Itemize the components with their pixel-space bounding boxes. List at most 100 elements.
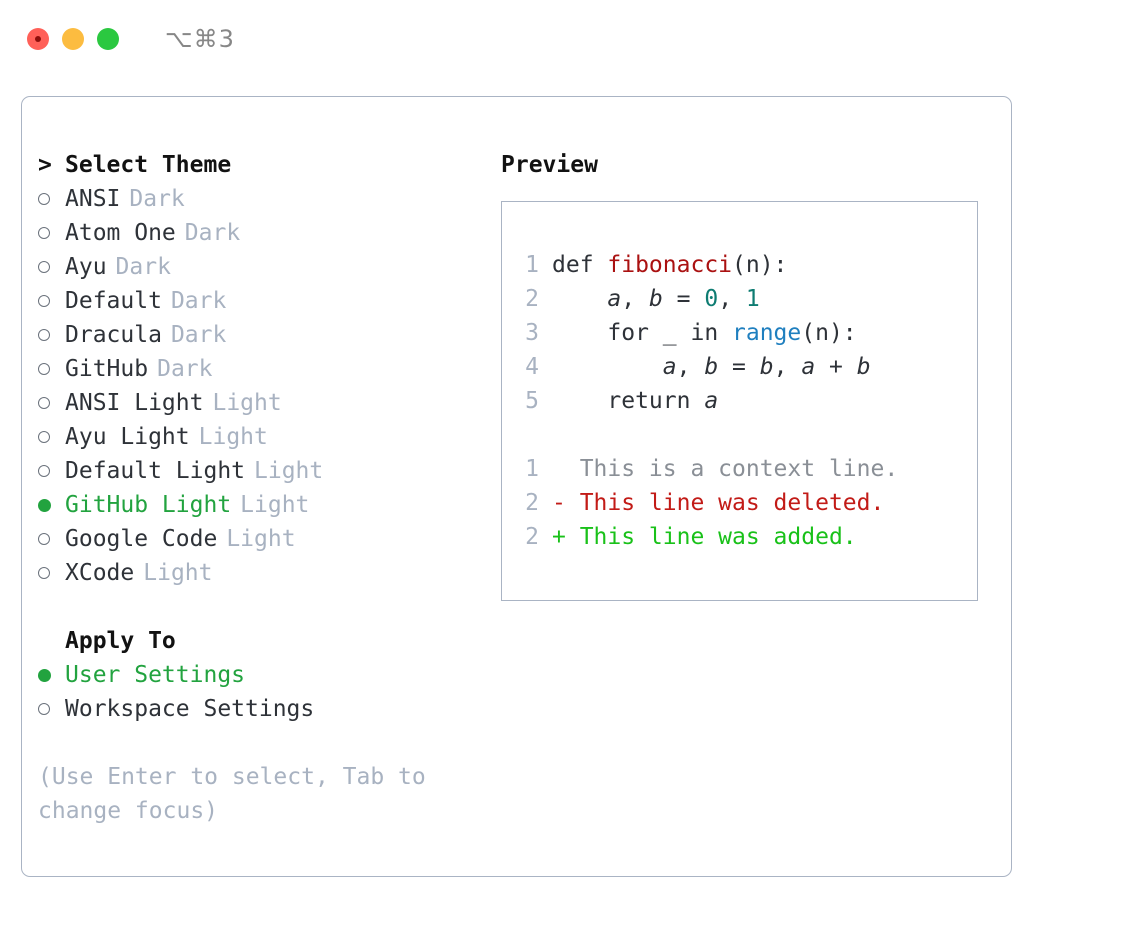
code-token-builtin: range [732,320,802,346]
diff-line-number: 1 [525,456,539,482]
theme-option-variant-tag: Dark [157,356,213,382]
select-theme-title: Select Theme [65,152,232,178]
diff-marker-add: + [552,524,566,550]
theme-option-10[interactable]: Google Code Light [38,522,493,556]
radio-unselected-icon [38,522,65,556]
radio-dot [38,397,50,409]
code-token-var: a [704,388,719,414]
theme-option-3[interactable]: Default Dark [38,284,493,318]
code-line-content: def fibonacci(n): [552,248,787,282]
radio-dot [38,431,50,443]
code-token-fn: fibonacci [607,252,733,278]
traffic-lights [27,28,119,50]
maximize-window-button[interactable] [97,28,119,50]
code-token-var: b [704,354,719,380]
code-token-plain [552,354,663,380]
code-token-kw: for _ in [552,320,733,346]
apply-option-label: Workspace Settings [65,696,315,722]
code-diff-gap [515,418,898,452]
theme-option-label: Ayu [65,254,107,280]
radio-dot [38,703,50,715]
apply-to-header: Apply To [65,628,176,654]
radio-unselected-icon [38,216,65,250]
theme-option-label: Default Light [65,458,246,484]
diff-line-number: 2 [525,490,539,516]
theme-option-variant-tag: Dark [184,220,241,246]
code-token-kw: def [552,252,608,278]
diff-line-number: 2 [525,524,539,550]
radio-dot [38,227,50,239]
preview-box: 1 def fibonacci(n): 2 a, b = 0, 1 3 for _ i… [501,201,978,601]
theme-option-label: XCode [65,560,135,586]
radio-unselected-icon [38,692,65,726]
code-token-plain: , [718,286,746,312]
theme-option-2[interactable]: Ayu Dark [38,250,493,284]
code-token-var: a [662,354,677,380]
radio-dot [38,329,50,341]
code-line-content: a, b = 0, 1 [552,282,759,316]
radio-dot [38,533,50,545]
preview-title: Preview [501,152,598,178]
diff-line: 1 This is a context line. [515,452,898,486]
theme-option-label: Google Code [65,526,218,552]
code-token-var: b [856,354,871,380]
close-window-button[interactable] [27,28,49,50]
code-token-plain: + [815,354,857,380]
code-token-var: b [648,286,663,312]
theme-option-label: ANSI [65,186,121,212]
radio-dot [38,363,50,375]
theme-option-variant-tag: Dark [170,288,227,314]
apply-option-1[interactable]: Workspace Settings [38,692,493,726]
apply-option-label: User Settings [65,662,246,688]
radio-unselected-icon [38,318,65,352]
code-token-var: a [801,354,816,380]
theme-option-variant-tag: Dark [115,254,171,280]
theme-option-variant-tag: Light [226,526,296,552]
radio-unselected-icon [38,352,65,386]
radio-selected-icon [38,658,65,692]
theme-option-variant-tag: Light [240,492,310,518]
code-line-content: return a [552,384,718,418]
code-token-plain: = [662,286,705,312]
theme-option-variant-tag: Light [198,424,268,450]
preview-column: Preview 1 def fibonacci(n): 2 a, b = 0, 1 3… [501,148,991,601]
code-line-number: 3 [525,320,539,346]
radio-unselected-icon [38,250,65,284]
theme-option-7[interactable]: Ayu Light Light [38,420,493,454]
minimize-window-button[interactable] [62,28,84,50]
code-token-plain: (n): [732,252,788,278]
apply-option-0[interactable]: User Settings [38,658,493,692]
theme-option-label: Ayu Light [65,424,190,450]
radio-selected-icon [38,488,65,522]
code-line-number: 2 [525,286,539,312]
code-line-content: for _ in range(n): [552,316,856,350]
radio-unselected-icon [38,182,65,216]
code-line-number: 1 [525,252,539,278]
diff-block: 1 This is a context line.2- This line wa… [515,452,898,554]
radio-dot [38,498,51,512]
radio-unselected-icon [38,420,65,454]
radio-unselected-icon [38,454,65,488]
code-line: 4 a, b = b, a + b [515,350,898,384]
code-token-plain: , [621,286,649,312]
theme-option-variant-tag: Light [212,390,282,416]
code-line-content: a, b = b, a + b [552,350,871,384]
diff-line: 2 + This line was added. [515,520,898,554]
theme-option-label: Default [65,288,162,314]
diff-line-content: This line was added. [565,524,857,550]
code-sample: 1 def fibonacci(n): 2 a, b = 0, 1 3 for _ i… [515,248,898,554]
